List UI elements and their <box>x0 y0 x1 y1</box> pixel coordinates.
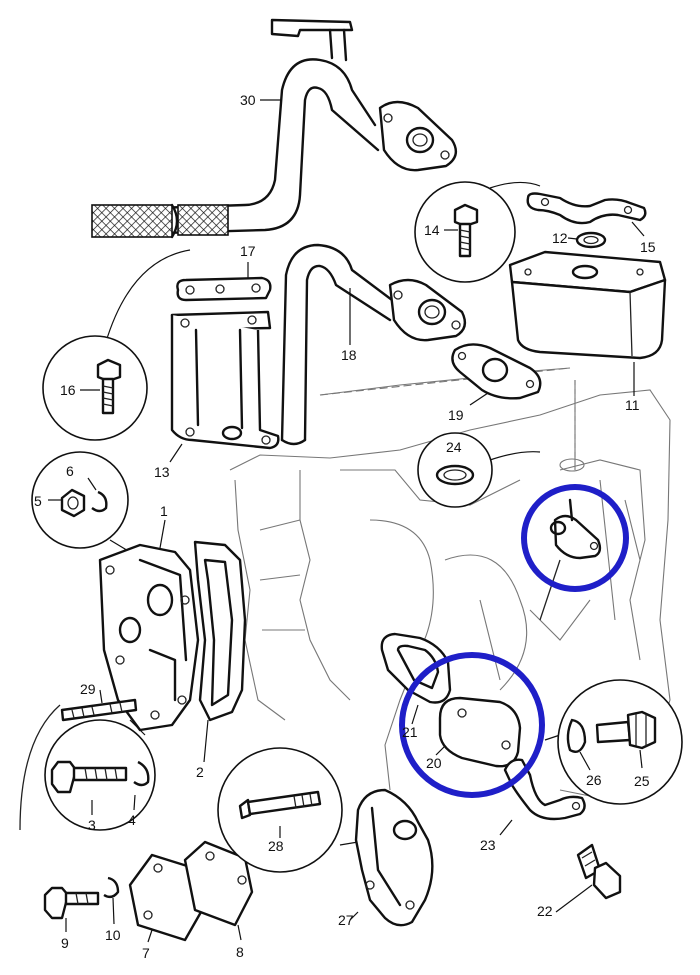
label-29: 29 <box>80 681 96 697</box>
pipe-fitting <box>539 498 602 621</box>
housing-27 <box>349 788 434 927</box>
label-7: 7 <box>142 945 150 961</box>
washer-12 <box>567 231 607 249</box>
label-14: 14 <box>424 222 440 238</box>
label-21: 21 <box>402 724 418 740</box>
callout-bolt-3 <box>44 719 156 831</box>
label-8: 8 <box>236 944 244 960</box>
clamp-15 <box>526 192 647 237</box>
label-13: 13 <box>154 464 170 480</box>
plate-17 <box>176 262 272 302</box>
label-9: 9 <box>61 935 69 951</box>
pipe-18 <box>280 243 467 446</box>
callout-seal-24 <box>417 432 541 508</box>
label-3: 3 <box>88 817 96 833</box>
gasket-21 <box>380 632 452 725</box>
label-12: 12 <box>552 230 568 246</box>
part-labels: 1 2 3 4 5 6 7 8 9 10 11 12 13 14 15 16 1… <box>34 92 656 961</box>
callout-plug-25 <box>544 679 683 805</box>
label-19: 19 <box>448 407 464 423</box>
label-15: 15 <box>640 239 656 255</box>
label-28: 28 <box>268 838 284 854</box>
pump-body-1 <box>98 519 200 732</box>
label-30: 30 <box>240 92 256 108</box>
label-10: 10 <box>105 927 121 943</box>
bolt-22 <box>555 843 622 913</box>
highlight-circle-upper <box>521 484 629 592</box>
gasket-8 <box>183 840 254 941</box>
label-24: 24 <box>446 439 462 455</box>
gasket-2 <box>193 540 247 763</box>
pipe-30 <box>91 18 458 239</box>
washer-26 <box>566 718 591 771</box>
label-27: 27 <box>338 912 354 928</box>
callout-bolt-16 <box>42 249 191 441</box>
label-22: 22 <box>537 903 553 919</box>
label-6: 6 <box>66 463 74 479</box>
label-4: 4 <box>128 812 136 828</box>
washer-10 <box>103 876 120 925</box>
label-25: 25 <box>634 773 650 789</box>
label-17: 17 <box>240 243 256 259</box>
label-23: 23 <box>480 837 496 853</box>
label-5: 5 <box>34 493 42 509</box>
callout-bolt-14 <box>414 181 541 283</box>
stud-29 <box>19 689 138 831</box>
label-2: 2 <box>196 764 204 780</box>
bracket-13 <box>169 310 280 463</box>
label-20: 20 <box>426 755 442 771</box>
label-18: 18 <box>341 347 357 363</box>
filter-11 <box>508 250 667 396</box>
label-26: 26 <box>586 772 602 788</box>
gasket-19 <box>451 343 542 406</box>
label-16: 16 <box>60 382 76 398</box>
callout-nut-5 <box>31 451 161 571</box>
bolt-9 <box>43 886 100 932</box>
highlight-circle-lower <box>399 652 545 798</box>
plate-20 <box>435 696 522 768</box>
label-1: 1 <box>160 503 168 519</box>
label-11: 11 <box>625 397 640 413</box>
